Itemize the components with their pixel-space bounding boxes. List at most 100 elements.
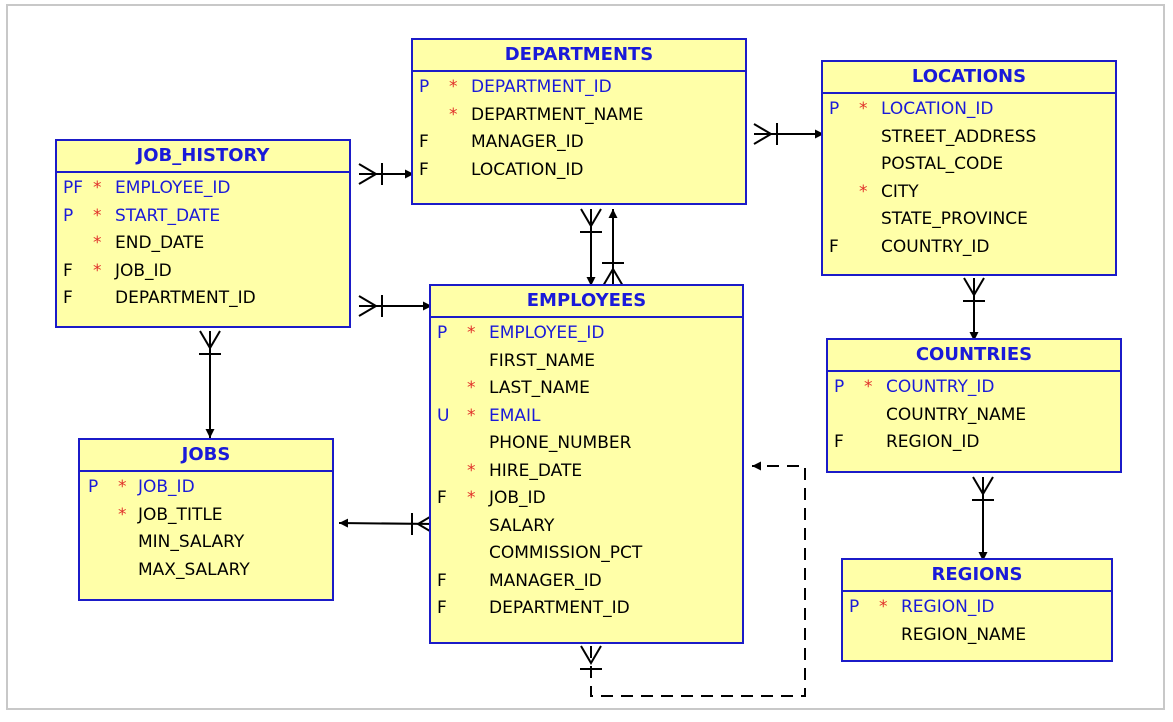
column-name: DEPARTMENT_ID: [471, 77, 612, 97]
column-key-marker: F: [437, 570, 447, 591]
column-row[interactable]: * CITY: [823, 179, 1115, 207]
column-key-marker: P: [834, 377, 845, 397]
column-name: JOB_ID: [115, 260, 172, 281]
relation-departments-locations: [753, 123, 824, 145]
column-row[interactable]: F DEPARTMENT_ID: [431, 595, 742, 623]
relation-countries-regions: [972, 476, 994, 561]
required-marker: *: [93, 233, 102, 253]
column-name: DEPARTMENT_ID: [489, 598, 630, 618]
required-marker: *: [93, 260, 102, 281]
relation-employees-manager: [580, 461, 806, 697]
column-name: MANAGER_ID: [471, 132, 584, 152]
column-row[interactable]: U * EMAIL: [431, 403, 742, 431]
column-row[interactable]: *JOB_TITLE: [80, 502, 332, 530]
column-name: LOCATION_ID: [881, 99, 994, 119]
column-name: LAST_NAME: [489, 378, 590, 398]
relation-jobhistory-employees: [358, 295, 432, 317]
column-row[interactable]: FIRST_NAME: [431, 348, 742, 376]
column-row[interactable]: COUNTRY_NAME: [828, 402, 1120, 430]
column-row[interactable]: MAX_SALARY: [80, 557, 332, 585]
column-row[interactable]: *END_DATE: [57, 230, 349, 258]
column-name: STREET_ADDRESS: [881, 126, 1037, 147]
column-key-marker: P: [829, 99, 840, 119]
column-row[interactable]: F * JOB_ID: [57, 258, 349, 286]
column-name: SALARY: [489, 515, 555, 536]
column-name: REGION_ID: [901, 597, 995, 617]
column-key-marker: P: [437, 323, 448, 343]
diagram-canvas: DEPARTMENTS P * DEPARTMENT_ID * DEPARTMENT_N…: [6, 4, 1165, 710]
column-row[interactable]: SALARY: [431, 513, 742, 541]
entity-title: JOBS: [80, 440, 332, 472]
column-row[interactable]: PF*EMPLOYEE_ID: [57, 175, 349, 203]
column-name: POSTAL_CODE: [881, 154, 1004, 174]
column-name: LOCATION_ID: [471, 159, 584, 180]
entity-title: REGIONS: [843, 560, 1111, 592]
column-row[interactable]: P*EMPLOYEE_ID: [431, 320, 742, 348]
entity-departments[interactable]: DEPARTMENTS P*DEPARTMENT_ID*DEPARTMENT_N…: [411, 38, 747, 205]
column-name: JOB_TITLE: [138, 504, 223, 525]
column-key-marker: F: [834, 432, 844, 452]
column-key-marker: U: [437, 405, 450, 426]
required-marker: *: [864, 377, 873, 397]
required-marker: *: [449, 104, 458, 125]
required-marker: *: [879, 597, 888, 617]
column-name: CITY: [881, 181, 919, 202]
column-row[interactable]: PHONE_NUMBER: [431, 430, 742, 458]
column-name: DEPARTMENT_ID: [115, 288, 256, 308]
required-marker: *: [467, 378, 476, 398]
column-key-marker: F: [437, 488, 447, 508]
column-row[interactable]: * DEPARTMENT_NAME: [413, 102, 745, 130]
column-name: MAX_SALARY: [138, 559, 250, 580]
column-row[interactable]: P*START_DATE: [57, 203, 349, 231]
column-name: FIRST_NAME: [489, 350, 596, 371]
column-row[interactable]: *HIRE_DATE: [431, 458, 742, 486]
column-row[interactable]: P*COUNTRY_ID: [828, 374, 1120, 402]
column-name: EMPLOYEE_ID: [115, 178, 231, 198]
required-marker: *: [449, 77, 458, 97]
column-row[interactable]: P*REGION_ID: [843, 594, 1111, 622]
column-row[interactable]: STATE_PROVINCE: [823, 206, 1115, 234]
column-row[interactable]: COMMISSION_PCT: [431, 540, 742, 568]
column-name: EMAIL: [489, 405, 541, 426]
entity-title: LOCATIONS: [823, 62, 1115, 94]
required-marker: *: [93, 178, 102, 198]
required-marker: *: [467, 488, 476, 508]
required-marker: *: [467, 323, 476, 343]
column-row[interactable]: P * LOCATION_ID: [823, 96, 1115, 124]
column-name: START_DATE: [115, 205, 221, 226]
column-row[interactable]: STREET_ADDRESS: [823, 124, 1115, 152]
column-row[interactable]: REGION_NAME: [843, 622, 1111, 650]
column-row[interactable]: P*JOB_ID: [80, 474, 332, 502]
column-key-marker: F: [829, 236, 839, 257]
relationship-lines: [199, 123, 994, 697]
relation-employees-jobs: [338, 513, 436, 535]
column-key-marker: F: [437, 598, 447, 618]
column-row[interactable]: MIN_SALARY: [80, 529, 332, 557]
relation-locations-countries: [963, 277, 985, 341]
required-marker: *: [859, 99, 868, 119]
entity-locations[interactable]: LOCATIONS P * LOCATION_ID STREET_ADDRESS POS…: [821, 60, 1117, 276]
column-row[interactable]: F*JOB_ID: [431, 485, 742, 513]
column-name: DEPARTMENT_NAME: [471, 104, 644, 125]
entity-title: DEPARTMENTS: [413, 40, 745, 72]
column-row[interactable]: * LAST_NAME: [431, 375, 742, 403]
column-row[interactable]: POSTAL_CODE: [823, 151, 1115, 179]
required-marker: *: [467, 405, 476, 426]
required-marker: *: [93, 205, 102, 226]
required-marker: *: [859, 181, 868, 202]
column-name: JOB_ID: [138, 477, 195, 497]
column-row[interactable]: P*DEPARTMENT_ID: [413, 74, 745, 102]
column-name: PHONE_NUMBER: [489, 433, 632, 453]
column-key-marker: F: [63, 260, 73, 281]
